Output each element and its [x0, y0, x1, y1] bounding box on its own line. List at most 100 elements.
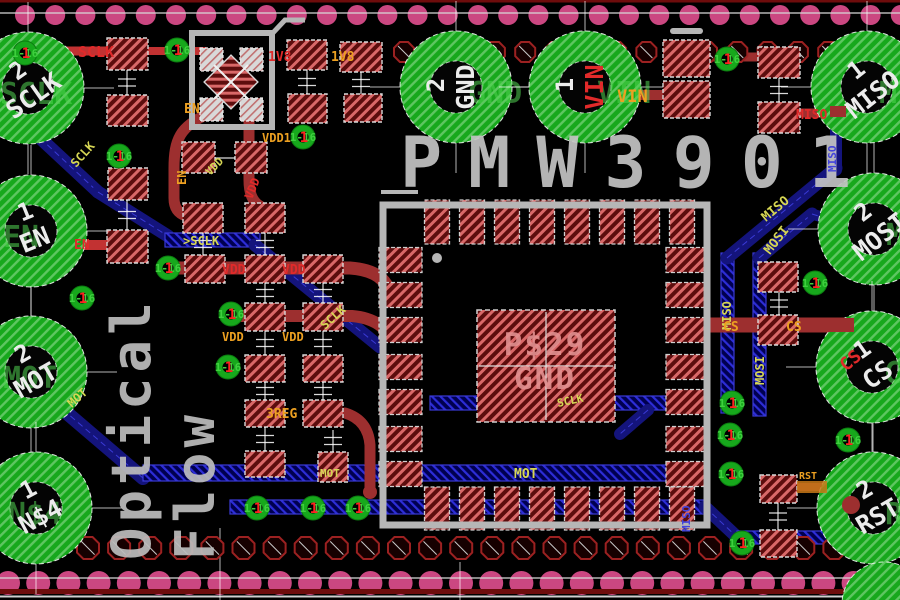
silkscreen-word-optical[interactable]: Optical	[100, 297, 163, 560]
smd-pad[interactable]	[106, 94, 149, 127]
smd-pad[interactable]	[317, 451, 349, 483]
net-label-3reg[interactable]: 3REG	[266, 407, 297, 422]
net-label-rst[interactable]: RST	[799, 471, 817, 482]
net-label-mot[interactable]: MOT	[320, 467, 340, 480]
qfn-pin-pad[interactable]	[665, 460, 710, 488]
led-pad[interactable]	[199, 97, 224, 122]
connector-pad-mosi[interactable]: MOSI2MOSI	[788, 143, 900, 315]
net-label-vdd[interactable]: VDD	[282, 330, 304, 344]
net-label-vdd[interactable]: VDD	[222, 330, 244, 344]
net-label-vin[interactable]: VIN	[617, 87, 648, 107]
smd-pad[interactable]	[662, 39, 711, 78]
smd-pad[interactable]	[184, 254, 226, 284]
via[interactable]: 1-161	[106, 143, 133, 169]
vias-layer[interactable]: 1-161 1-161 1-161 1-161 1-161 1-161 1-161 1-161…	[12, 37, 862, 556]
led-pad[interactable]	[239, 47, 264, 72]
smd-pad[interactable]	[759, 529, 798, 558]
qfn-pin-pad[interactable]	[665, 353, 710, 381]
panel-drill-hole[interactable]	[770, 5, 790, 25]
connector-pad-partial[interactable]	[841, 561, 900, 600]
via[interactable]: 1-161	[155, 255, 182, 281]
panel-drill-hole[interactable]	[528, 5, 549, 25]
net-label-sclk[interactable]: SCLK	[78, 43, 114, 61]
net-label-en[interactable]: EN	[175, 171, 189, 185]
smd-components-layer[interactable]	[106, 17, 801, 558]
smd-pad[interactable]	[106, 229, 149, 264]
smd-pad[interactable]	[286, 39, 328, 71]
panel-drill-hole[interactable]	[468, 5, 488, 25]
net-label-miso[interactable]: MISO	[680, 505, 693, 532]
via[interactable]: 1-161	[345, 495, 372, 521]
smd-pad[interactable]	[244, 202, 286, 234]
net-label-mot[interactable]: MOT	[514, 467, 538, 482]
via[interactable]: 1-161	[215, 354, 242, 380]
net-label-miso[interactable]: MISO	[796, 108, 827, 123]
smd-pad[interactable]	[339, 41, 383, 73]
smd-pad[interactable]	[757, 261, 799, 293]
silkscreen-layer[interactable]: PMW3901 Optical Flow	[100, 122, 877, 560]
net-label-sclk[interactable]: >SCLK	[183, 234, 220, 248]
panel-drill-hole[interactable]	[407, 5, 428, 25]
net-label-miso[interactable]: MISO	[826, 145, 839, 172]
smd-pad[interactable]	[244, 354, 286, 383]
via[interactable]: 1-161	[717, 422, 744, 448]
net-label-en[interactable]: EN	[184, 102, 200, 117]
smd-pad[interactable]	[244, 450, 286, 478]
panel-drill-hole[interactable]	[619, 5, 639, 25]
panel-drill-hole[interactable]	[166, 5, 186, 25]
via[interactable]: 1-161	[290, 124, 317, 150]
via[interactable]: 1-161	[218, 301, 245, 327]
panel-drill-hole[interactable]	[317, 5, 337, 25]
qfn-footprint[interactable]	[378, 199, 711, 531]
net-label-1v8[interactable]: 1V8	[268, 50, 292, 65]
smd-pad[interactable]	[244, 302, 286, 332]
panel-drill-hole[interactable]	[0, 571, 20, 595]
panel-drill-hole[interactable]	[45, 5, 66, 25]
smd-pad[interactable]	[234, 141, 268, 174]
via[interactable]: 1-161	[69, 285, 96, 311]
smd-pad[interactable]	[244, 254, 286, 284]
panel-drill-hole[interactable]	[135, 5, 156, 25]
smd-pad[interactable]	[302, 399, 344, 428]
panel-drill-hole[interactable]	[860, 5, 881, 25]
net-label-cs[interactable]: CS	[786, 320, 802, 335]
via[interactable]: 1-161	[12, 40, 39, 66]
qfn-outline[interactable]	[379, 201, 711, 529]
trace-top[interactable]	[168, 108, 214, 222]
via[interactable]: 1-161	[835, 427, 862, 453]
trace-top[interactable]	[339, 407, 376, 494]
via[interactable]: 1-161	[714, 46, 741, 72]
smd-pad[interactable]	[757, 314, 799, 346]
smd-pad[interactable]	[757, 46, 801, 79]
smd-pad[interactable]	[107, 167, 149, 201]
panel-drill-hole[interactable]	[498, 5, 519, 25]
panel-drill-hole[interactable]	[347, 5, 368, 25]
smd-pad[interactable]	[343, 93, 383, 123]
via[interactable]: 1-161	[729, 530, 756, 556]
panel-drill-hole[interactable]	[830, 5, 851, 25]
panel-drill-hole[interactable]	[800, 5, 821, 25]
chip-title-text[interactable]: PMW3901	[400, 122, 877, 204]
via[interactable]: 1-161	[802, 270, 829, 296]
smd-pad[interactable]	[302, 354, 344, 383]
panel-drill-hole[interactable]	[437, 5, 458, 25]
qfn-pin-pad[interactable]	[665, 425, 710, 453]
smd-pad[interactable]	[302, 302, 344, 332]
via[interactable]: 1-161	[300, 495, 327, 521]
connector-pad-cs[interactable]: CS1CS	[786, 281, 900, 453]
net-label-vdd1[interactable]: VDD1	[262, 131, 291, 145]
panel-drill-hole[interactable]	[890, 5, 900, 25]
qfn-pin-pad[interactable]	[665, 246, 710, 274]
led-component[interactable]	[189, 17, 305, 130]
smd-pad[interactable]	[302, 254, 344, 284]
panel-drill-hole[interactable]	[709, 5, 730, 25]
net-label-vdd[interactable]: VDD	[282, 263, 306, 278]
connector-pad-ns4[interactable]: N$41N$4	[0, 422, 122, 594]
smd-pad[interactable]	[759, 474, 798, 504]
net-label-1v8[interactable]: 1V8	[331, 50, 355, 65]
panel-drill-hole[interactable]	[739, 5, 760, 25]
